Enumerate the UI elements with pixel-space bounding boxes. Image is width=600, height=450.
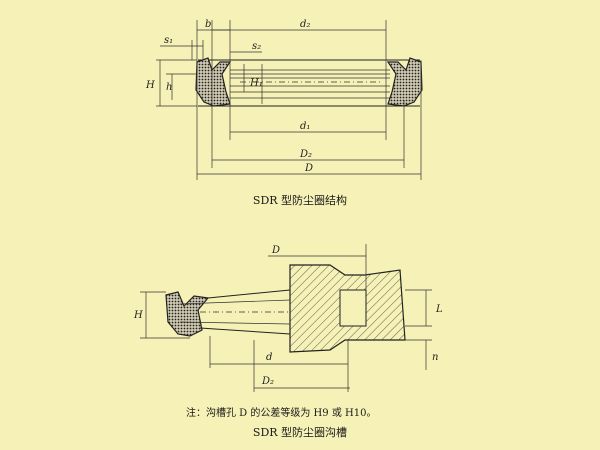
- note-tolerance: 注：沟槽孔 D 的公差等级为 H9 或 H10。: [186, 406, 376, 419]
- label-H-bottom: H: [133, 310, 143, 321]
- caption-top: SDR 型防尘圈结构: [253, 193, 347, 207]
- groove-slot: [339, 289, 367, 327]
- label-b: b: [205, 19, 211, 30]
- seal-section-left: [195, 57, 232, 107]
- label-D2-top: D₂: [299, 149, 312, 160]
- seal-groove-diagram: D H L d D₂ n 注：沟槽孔 D 的公差等级为 H9 或 H10。 SD…: [133, 244, 443, 439]
- label-d2: d₂: [300, 19, 310, 30]
- label-D-top: D: [304, 163, 313, 174]
- label-h: h: [166, 82, 172, 93]
- label-n: n: [432, 352, 438, 363]
- label-H-top: H: [145, 80, 155, 91]
- seal-structure-diagram: b d₂ s₁ s₂ H h H₁ d₁ D₂ D SDR 型防尘圈结构: [145, 19, 423, 207]
- label-H1: H₁: [249, 78, 263, 89]
- label-L: L: [435, 304, 443, 315]
- label-d1: d₁: [300, 121, 310, 132]
- label-s1: s₁: [164, 35, 173, 46]
- seal-section-right: [386, 57, 423, 107]
- caption-bottom: SDR 型防尘圈沟槽: [253, 425, 347, 439]
- seal-section-bottom: [165, 291, 210, 337]
- label-D2-bottom: D₂: [261, 376, 274, 387]
- label-d: d: [266, 352, 272, 363]
- label-D-bottom: D: [271, 245, 280, 256]
- label-s2: s₂: [252, 41, 261, 52]
